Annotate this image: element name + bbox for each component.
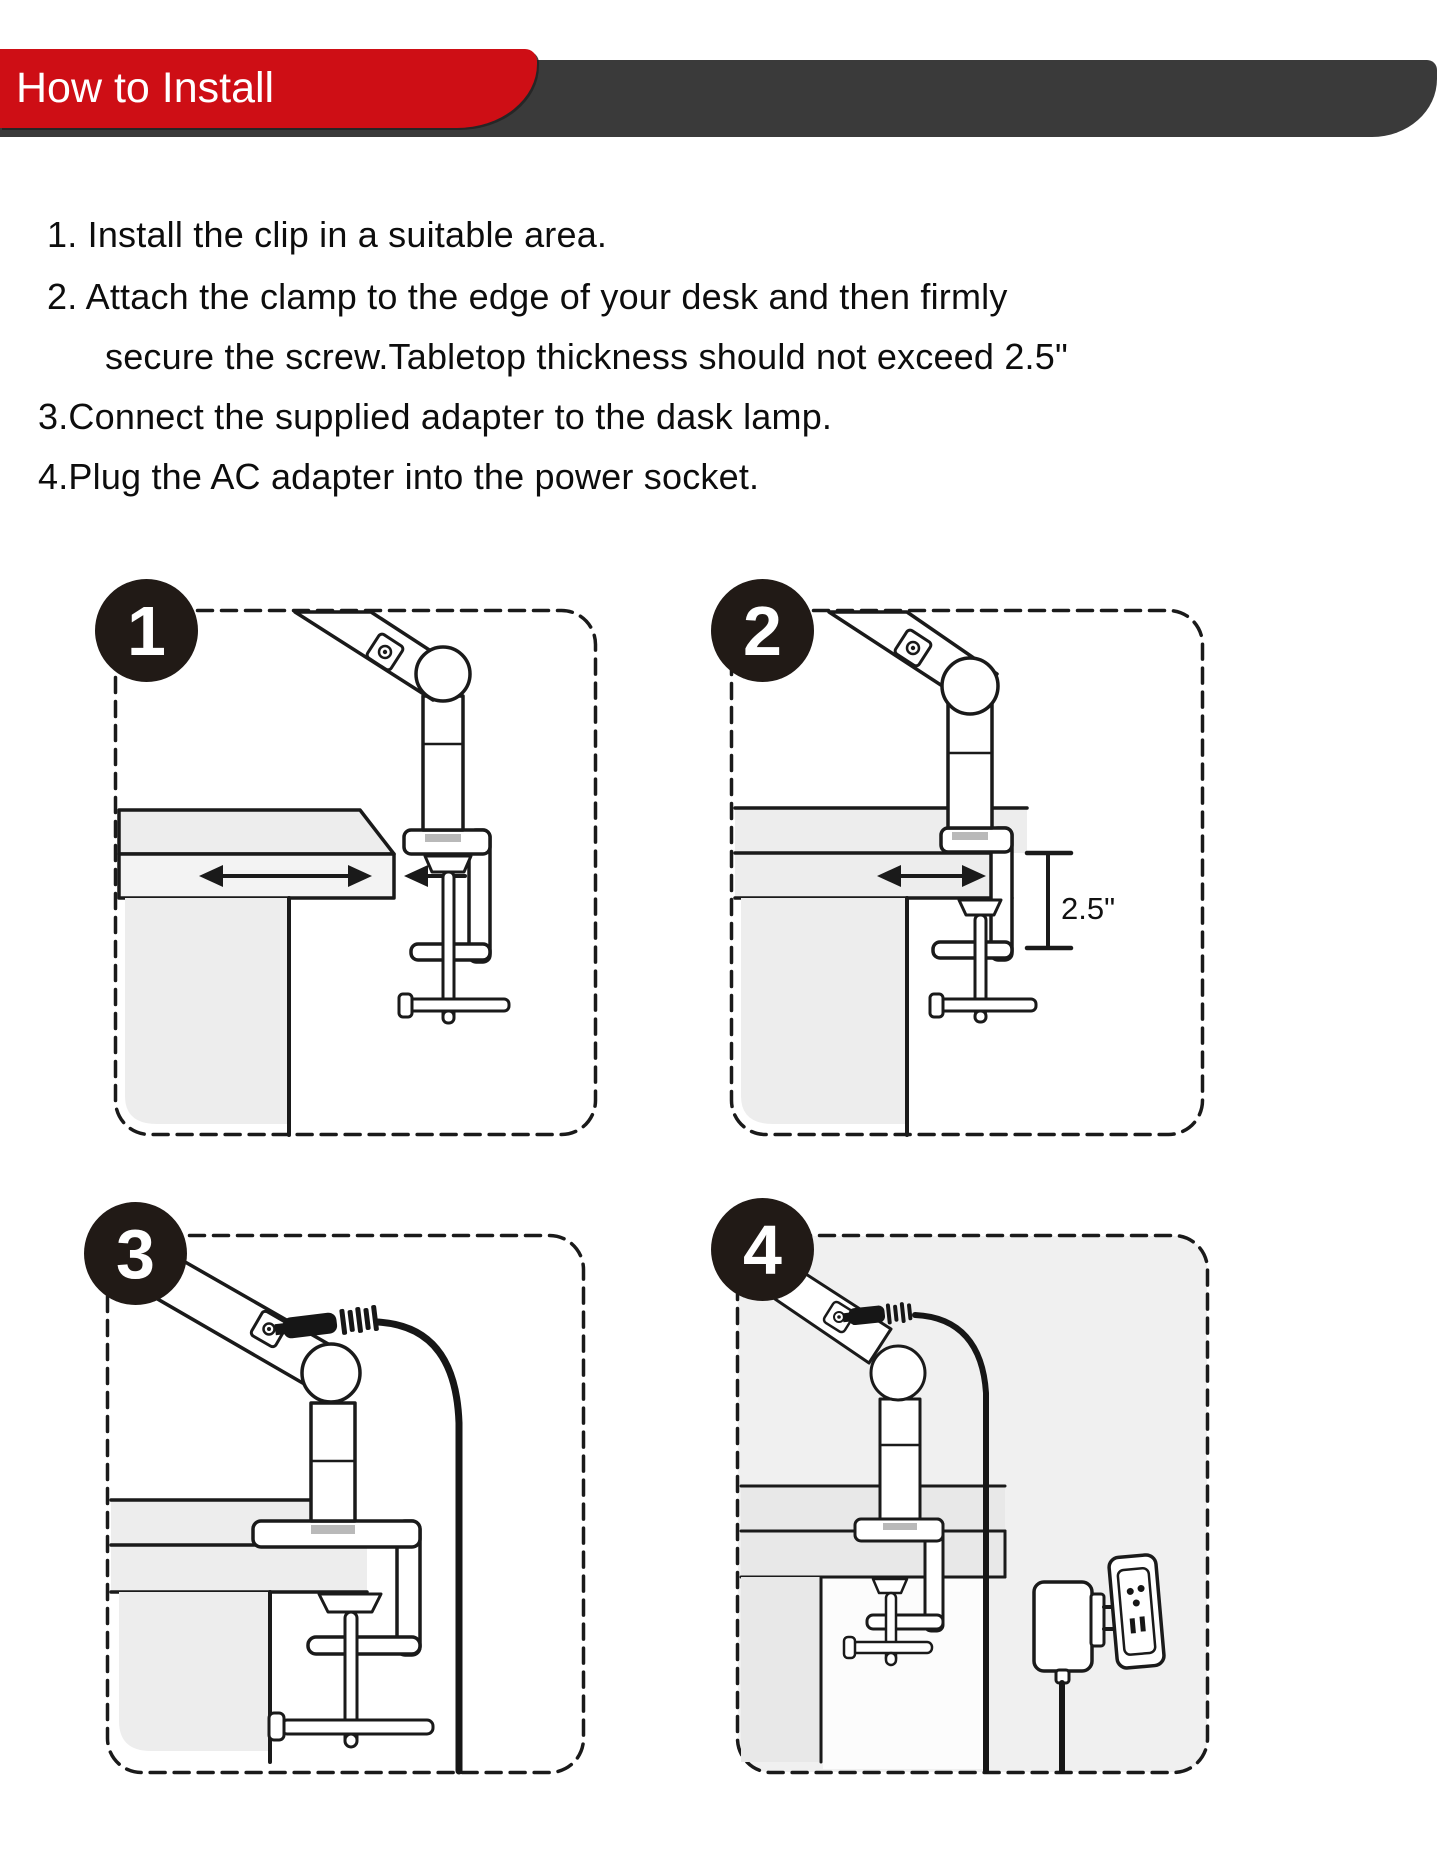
desk-3d (117, 808, 396, 1137)
step-badge-3: 3 (84, 1202, 187, 1305)
lamp-pole-and-arm (773, 1265, 927, 1530)
ball-joint (940, 656, 1000, 716)
panel-3-dashed-border (105, 1233, 586, 1775)
clamp-placement-illustration (113, 608, 598, 1137)
thickness-dimension-marker: 2.5" (1024, 850, 1115, 951)
step-4-text: 4.Plug the AC adapter into the power soc… (38, 456, 760, 497)
desk-side-view (109, 1498, 369, 1764)
ball-joint (300, 1342, 362, 1404)
step-badge-4: 4 (711, 1198, 814, 1301)
desk-clamp (397, 828, 511, 1025)
step-3-text: 3.Connect the supplied adapter to the da… (38, 396, 833, 437)
slide-range-arrow-icon (199, 865, 372, 887)
badge-1-number: 1 (127, 591, 166, 670)
badge-2-number: 2 (743, 591, 782, 670)
badge-4-number: 4 (743, 1210, 782, 1289)
panel-4-dashed-border (735, 1233, 1210, 1775)
step-badge-2: 2 (711, 579, 814, 682)
power-cable (373, 1318, 463, 1775)
panel-1-figure (113, 608, 598, 1142)
dc-plug-icon (274, 1305, 379, 1339)
step-2-text-continued: secure the screw.Tabletop thickness shou… (105, 336, 1068, 377)
power-cable (912, 1312, 989, 1774)
lamp-pole-and-arm (293, 610, 472, 842)
step-1-text: 1. Install the clip in a suitable area. (47, 214, 608, 255)
badge-3-number: 3 (116, 1214, 155, 1293)
step-badge-1: 1 (95, 579, 198, 682)
ball-joint (414, 645, 472, 703)
panel-4-figure (735, 1233, 1210, 1780)
page-title: How to Install (16, 64, 275, 112)
dc-plug-icon (842, 1302, 913, 1326)
header-banner: How to Install (0, 49, 537, 128)
wall-outlet (1107, 1553, 1166, 1670)
plug-connection-illustration (105, 1233, 586, 1775)
step-2-text: 2. Attach the clamp to the edge of your … (47, 276, 1008, 317)
ac-adapter (1032, 1580, 1120, 1774)
lamp-pole-and-arm (827, 610, 1000, 840)
panel-2-figure: 2.5" (729, 608, 1205, 1142)
ball-joint (869, 1344, 927, 1402)
panel-3-figure (105, 1233, 586, 1780)
desk-side-view (739, 1484, 1007, 1769)
panel-2-dashed-border (729, 608, 1205, 1137)
thickness-dimension-label: 2.5" (1061, 891, 1115, 926)
slide-range-arrow-icon (877, 865, 986, 887)
clamp-thickness-illustration: 2.5" (729, 608, 1205, 1137)
desk-side-view (733, 806, 1029, 1137)
wall-socket-illustration (735, 1233, 1210, 1775)
